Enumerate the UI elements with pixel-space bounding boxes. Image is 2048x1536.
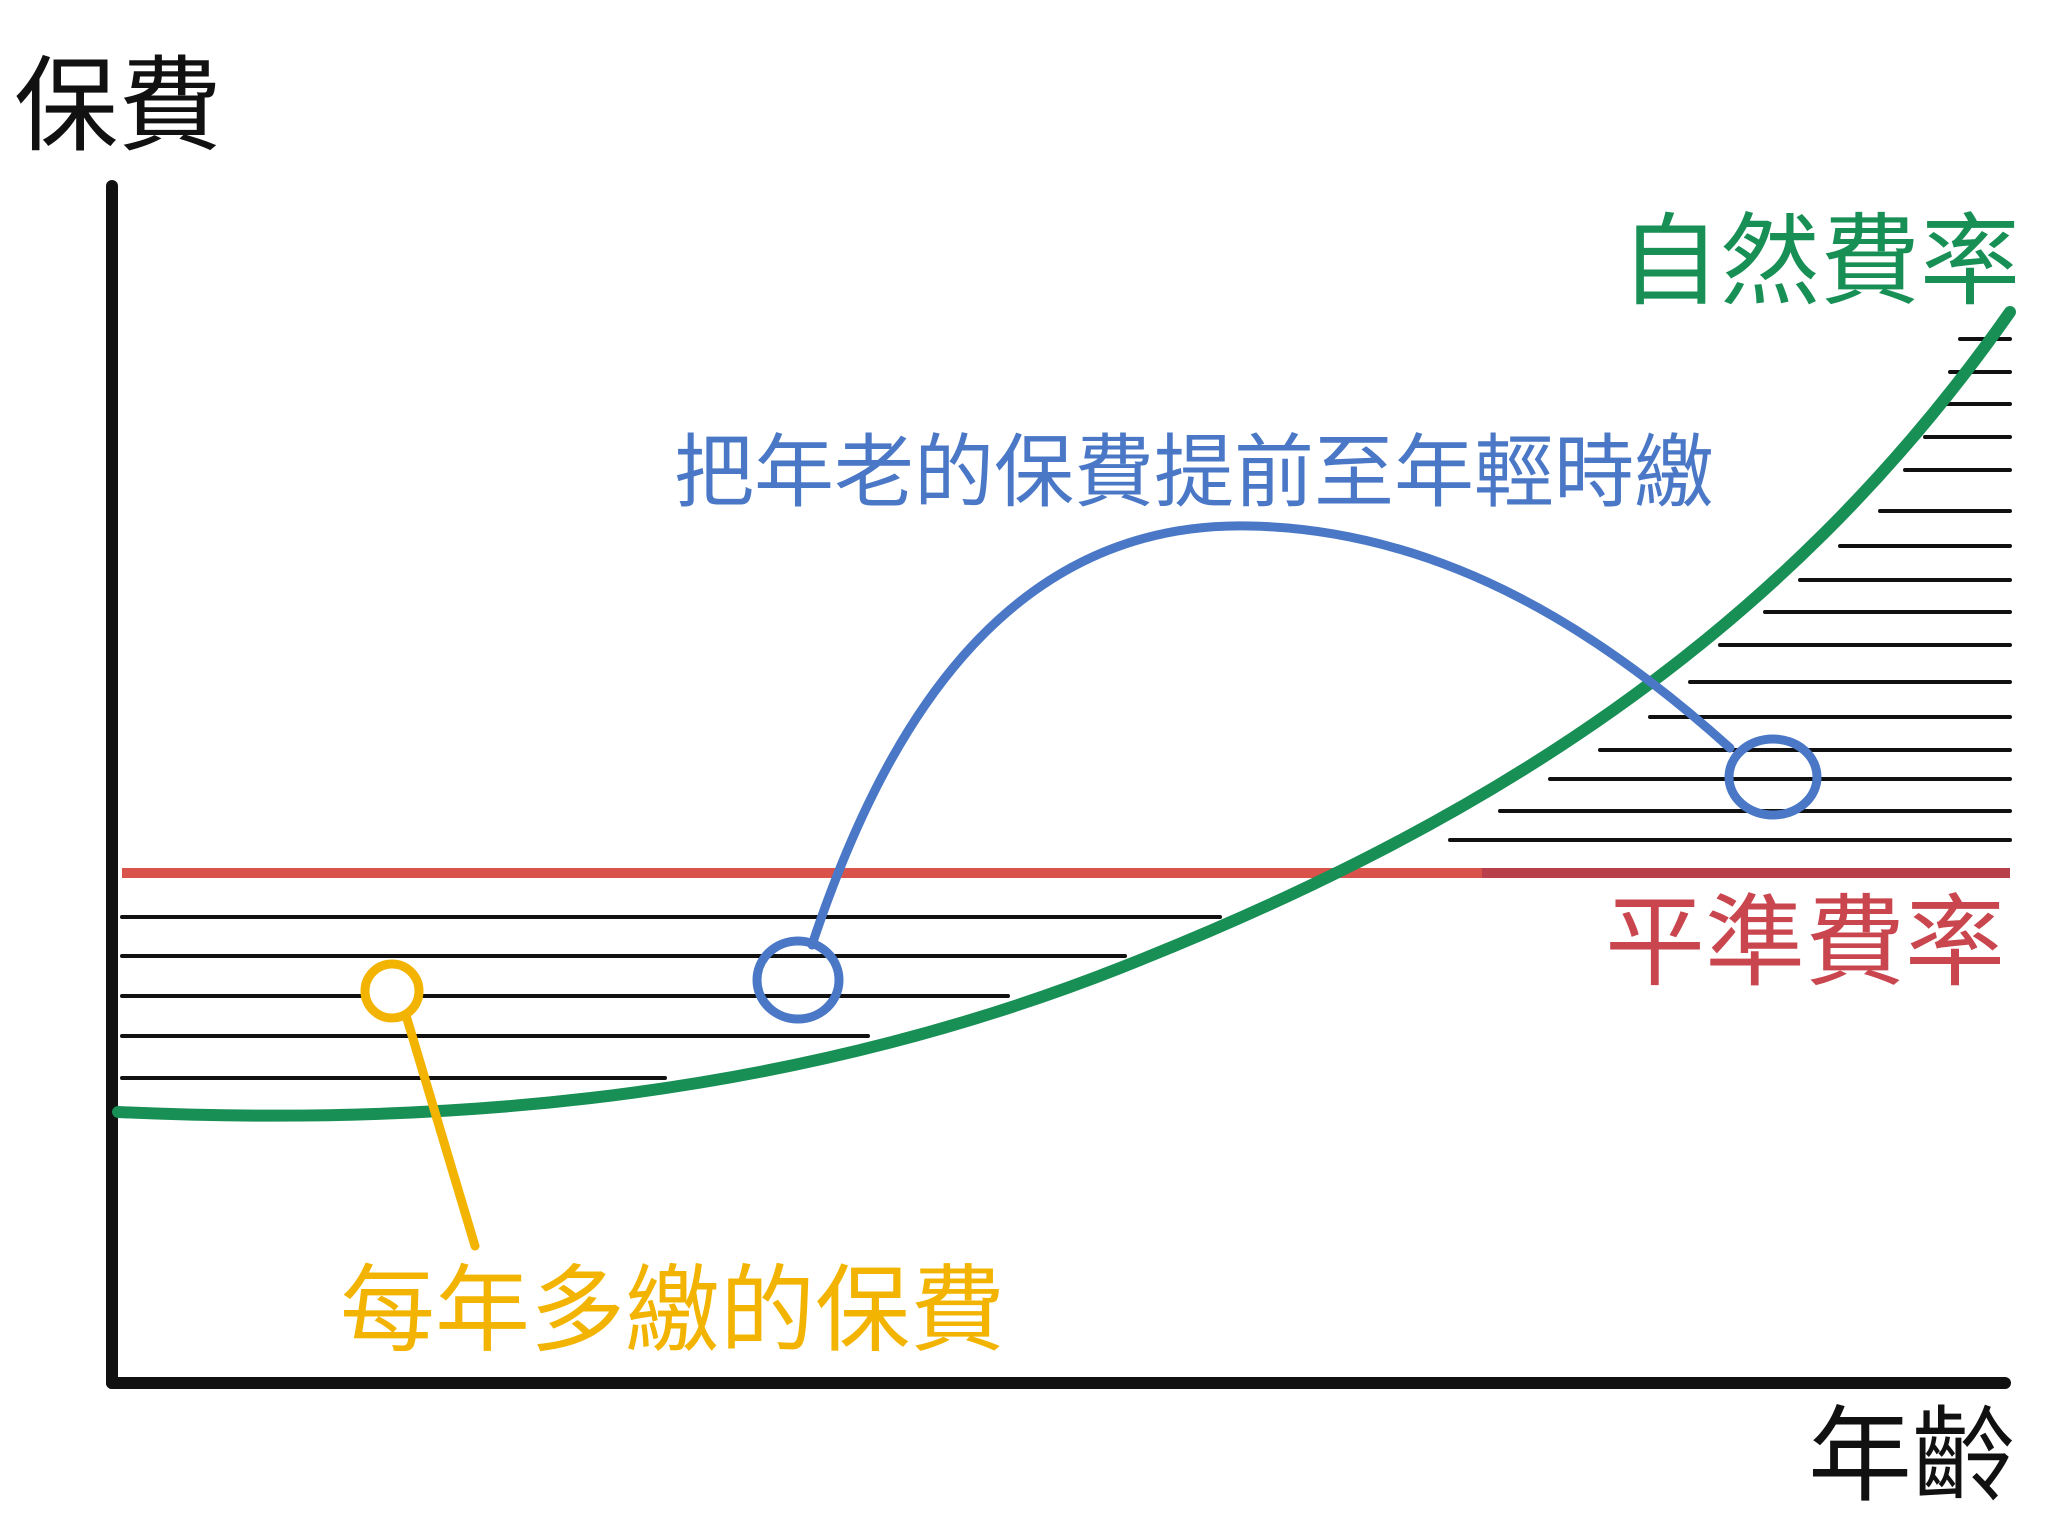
transfer-end-circle (1724, 734, 1822, 820)
natural-rate-curve (112, 306, 2016, 1122)
transfer-note-label: 把年老的保費提前至年輕時繳 (674, 426, 1714, 519)
transfer-arrow-curve (807, 521, 1735, 950)
transfer-start-circle (752, 936, 844, 1024)
level-rate-label: 平準費率 (1605, 884, 2005, 1001)
extra-premium-pointer (400, 1007, 480, 1251)
hatch-early-overpayment (120, 915, 1222, 1080)
extra-premium-circle (360, 959, 424, 1023)
natural-rate-label: 自然費率 (1620, 203, 2020, 320)
x-axis-label: 年齡 (1808, 1395, 2017, 1517)
extra-premium-label: 每年多繳的保費 (340, 1256, 1006, 1366)
y-axis-label: 保費 (14, 45, 223, 167)
